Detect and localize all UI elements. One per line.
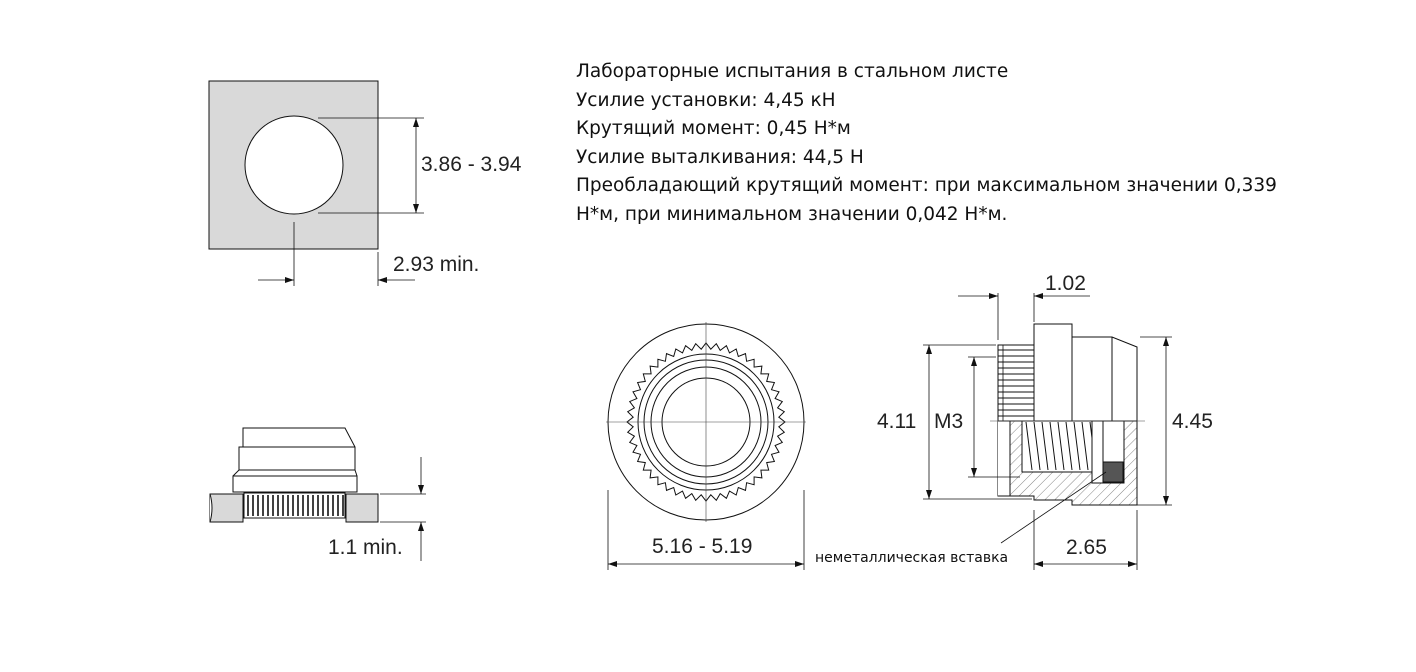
spec-install-force: Усилие установки: 4,45 кН: [576, 89, 836, 111]
spec-prevailing-line2: Н*м, при минимальном значении 0,042 Н*м.: [576, 203, 1008, 225]
spec-torque: Крутящий момент: 0,45 Н*м: [576, 118, 851, 140]
sheet-thickness-dim: 1.1 min.: [328, 536, 403, 559]
installed-side-view: 1.1 min.: [209, 427, 426, 561]
thread-size-dim: M3: [934, 410, 963, 433]
specs-title: Лабораторные испытания в стальном листе: [576, 61, 1009, 82]
panel-hole-view: 3.86 - 3.94 2.93 min.: [208, 80, 522, 286]
insert-note: неметаллическая вставка: [815, 550, 1008, 566]
test-results-block: Лабораторные испытания в стальном листе …: [576, 58, 1336, 230]
spec-prevailing-line1: Преобладающий крутящий момент: при макси…: [576, 175, 1277, 197]
edge-distance-dim: 2.93 min.: [393, 253, 479, 276]
nonmetal-insert: [1102, 461, 1124, 483]
overall-diameter-dim: 4.45: [1172, 410, 1213, 433]
spec-pushout: Усилие выталкивания: 44,5 Н: [576, 146, 864, 168]
knurl-pattern: [247, 495, 344, 516]
bottom-view: 5.16 - 5.19: [606, 322, 806, 570]
body-diameter-dim: 4.11: [877, 410, 916, 433]
section-view: 1.02 4.11 M3 4.45 2.65 неметаллическая в…: [815, 272, 1213, 570]
shank-length-dim: 1.02: [1045, 272, 1086, 295]
shank-knurl: [998, 345, 1034, 421]
mounting-hole: [244, 115, 344, 215]
flange-diameter-dim: 5.16 - 5.19: [652, 535, 752, 558]
head-height-dim: 2.65: [1066, 536, 1107, 559]
hole-diameter-dim: 3.86 - 3.94: [421, 153, 522, 176]
